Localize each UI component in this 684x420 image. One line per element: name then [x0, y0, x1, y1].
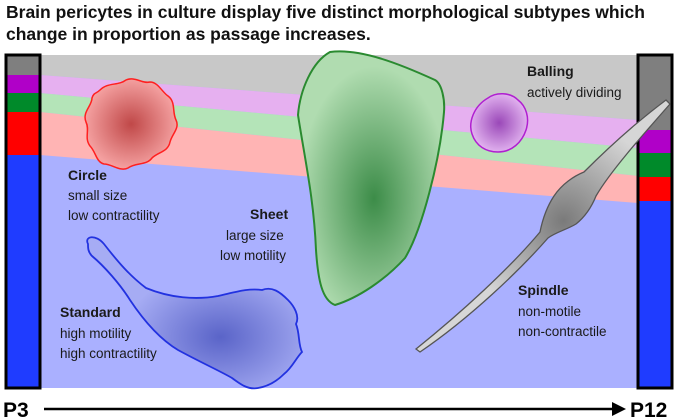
standard-label: Standard high motility high contractilit…: [60, 304, 157, 361]
p12-green-segment: [638, 153, 672, 177]
circle-desc-line2: low contractility: [68, 208, 160, 223]
balling-desc-line1: actively dividing: [527, 85, 622, 100]
p12-red-segment: [638, 177, 672, 201]
passage-axis: P3 P12: [3, 399, 667, 420]
p12-bar-outline: [636, 53, 674, 390]
p3-red-segment: [6, 112, 40, 155]
figure-title: Brain pericytes in culture display five …: [6, 2, 645, 44]
spindle-cell: [414, 99, 671, 353]
axis-start-label: P3: [3, 399, 29, 420]
standard-name: Standard: [60, 304, 121, 320]
p3-purple-segment: [6, 75, 40, 93]
spindle-name: Spindle: [518, 282, 569, 298]
p3-green-segment: [6, 93, 40, 112]
circle-desc-line1: small size: [68, 188, 127, 203]
standard-cell: [86, 236, 304, 390]
p12-blue-segment: [638, 201, 672, 388]
sheet-desc-line1: large size: [226, 228, 284, 243]
p3-gray-segment: [6, 55, 40, 75]
p3-bar-outline: [4, 53, 42, 390]
spindle-desc-line1: non-motile: [518, 304, 581, 319]
sheet-desc-line2: low motility: [220, 248, 286, 263]
sheet-cell: [296, 50, 446, 307]
spindle-label: Spindle non-motile non-contractile: [518, 282, 607, 339]
axis-arrow-head: [612, 402, 626, 416]
balling-cell: [470, 93, 529, 153]
sheet-name: Sheet: [250, 206, 288, 222]
sheet-label: Sheet large size low motility: [220, 206, 288, 263]
balling-name: Balling: [527, 63, 574, 79]
circle-cell: [84, 78, 178, 170]
circle-label: Circle small size low contractility: [68, 167, 160, 223]
p3-proportion-bar: [4, 53, 42, 390]
p3-blue-segment: [6, 155, 40, 388]
balling-label: Balling actively dividing: [527, 63, 622, 100]
p12-purple-segment: [638, 130, 672, 153]
standard-desc-line1: high motility: [60, 326, 132, 341]
axis-end-label: P12: [630, 399, 667, 420]
standard-desc-line2: high contractility: [60, 346, 157, 361]
circle-name: Circle: [68, 167, 107, 183]
spindle-desc-line2: non-contractile: [518, 324, 607, 339]
